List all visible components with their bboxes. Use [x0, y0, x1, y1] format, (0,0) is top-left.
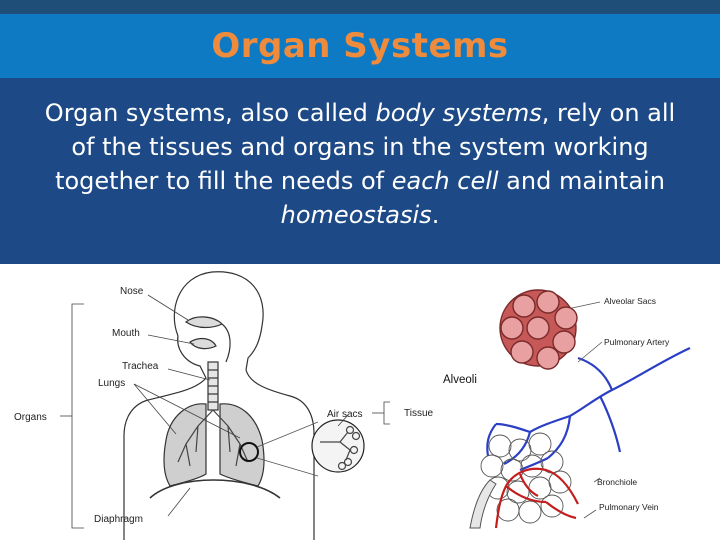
- slide-title: Organ Systems: [211, 26, 509, 66]
- text-panel: [0, 78, 720, 264]
- body-text-part-4: .: [431, 201, 440, 229]
- label-bronchiole: Bronchiole: [597, 477, 637, 487]
- alveolar-sacs: [499, 289, 578, 370]
- label-lungs: Lungs: [98, 378, 125, 389]
- label-nose: Nose: [120, 286, 144, 297]
- label-air-sacs: Air sacs: [327, 409, 363, 420]
- body-text-emphasis-each-cell: each cell: [391, 167, 499, 195]
- label-alveoli: Alveoli: [443, 374, 477, 386]
- label-mouth: Mouth: [112, 328, 140, 339]
- body-text-emphasis-homeostasis: homeostasis: [280, 201, 432, 229]
- right-leaders: [571, 301, 603, 519]
- label-organs: Organs: [14, 412, 47, 423]
- human-respiratory-figure: [123, 271, 365, 540]
- left-labels: Nose Mouth Trachea Lungs Organs Air sacs…: [14, 286, 434, 525]
- label-tissue: Tissue: [404, 408, 434, 419]
- body-text-part-3: and maintain: [498, 167, 665, 195]
- label-alveolar-sacs: Alveolar Sacs: [604, 296, 656, 306]
- label-trachea: Trachea: [122, 361, 159, 372]
- body-text: Organ systems, also called body systems,…: [30, 96, 690, 232]
- label-pulmonary-artery: Pulmonary Artery: [604, 337, 670, 347]
- title-bar: [0, 14, 720, 78]
- pulmonary-artery: [486, 347, 691, 472]
- bronchiole: [469, 479, 497, 529]
- right-labels: Alveolar Sacs Pulmonary Artery Alveoli B…: [443, 296, 670, 512]
- label-pulmonary-vein: Pulmonary Vein: [599, 502, 659, 512]
- label-leaders: [60, 294, 390, 529]
- body-text-emphasis-body-systems: body systems: [375, 99, 542, 127]
- label-diaphragm: Diaphragm: [94, 514, 143, 525]
- body-text-part-1: Organ systems, also called: [44, 99, 376, 127]
- body-text-part-2: , rely on all of the tissues and organs …: [55, 99, 676, 195]
- top-strip: [0, 0, 720, 14]
- pulmonary-vein: [494, 467, 579, 529]
- respiratory-diagram: Nose Mouth Trachea Lungs Organs Air sacs…: [14, 271, 691, 540]
